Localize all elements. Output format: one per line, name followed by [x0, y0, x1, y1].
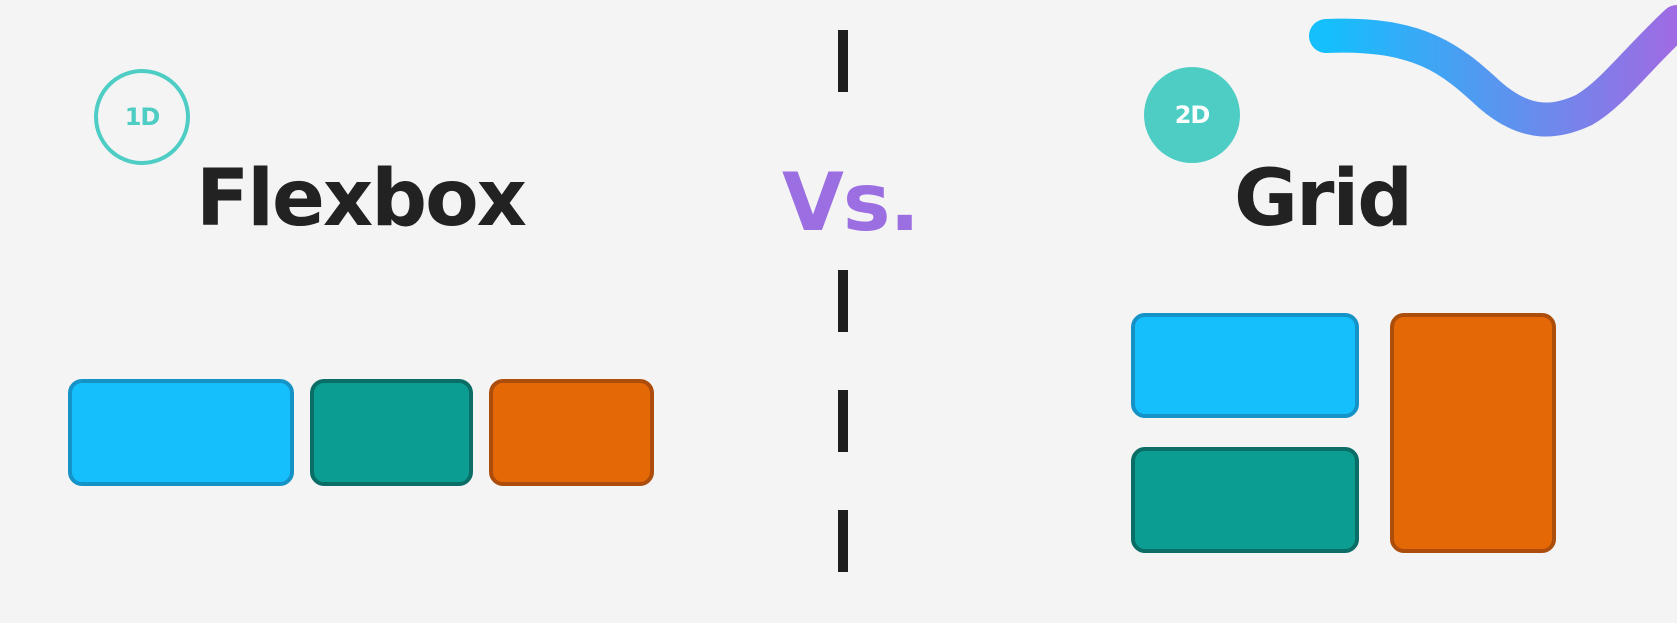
- two-dimension-badge: 2D: [1144, 67, 1240, 163]
- flexbox-title: Flexbox: [196, 154, 527, 244]
- flexbox-block-teal: [310, 379, 473, 486]
- divider-dash: [838, 270, 848, 332]
- grid-block-blue: [1131, 313, 1359, 418]
- grid-block-teal: [1131, 447, 1359, 553]
- divider-dash: [838, 390, 848, 452]
- decorative-swoosh: [1309, 5, 1677, 137]
- flexbox-illustration: [68, 379, 658, 486]
- flexbox-block-orange: [489, 379, 654, 486]
- divider-dash: [838, 30, 848, 92]
- badge-label-2d: 2D: [1174, 101, 1211, 129]
- badge-label-1d: 1D: [124, 103, 161, 131]
- divider-dash: [838, 510, 848, 572]
- grid-illustration: [1131, 313, 1556, 553]
- grid-title: Grid: [1234, 154, 1413, 244]
- one-dimension-badge: 1D: [94, 69, 190, 165]
- grid-block-orange: [1390, 313, 1556, 553]
- flexbox-block-blue: [68, 379, 294, 486]
- versus-label: Vs.: [782, 156, 920, 249]
